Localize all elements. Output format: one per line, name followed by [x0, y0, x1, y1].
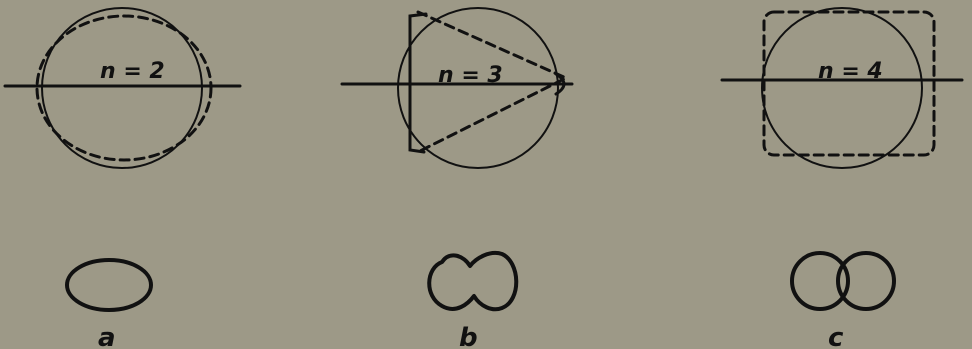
- shape-circle-left: [790, 251, 850, 311]
- mode-label: n = 3: [438, 63, 503, 88]
- deformed-tip: [554, 72, 566, 96]
- reference-circle: [41, 7, 203, 169]
- panel-caption: a: [98, 323, 116, 349]
- panel-b: n = 3 b: [340, 7, 574, 349]
- panel-caption: b: [459, 323, 478, 349]
- deformed-triangle: [416, 10, 570, 154]
- panel-caption: c: [828, 323, 844, 349]
- mode-label: n = 4: [818, 59, 883, 84]
- panel-a: n = 2 a: [3, 7, 242, 349]
- mode-label: n = 2: [100, 59, 165, 84]
- reference-circle: [397, 7, 559, 169]
- deformed-outline: [35, 14, 213, 162]
- shape-circle-right: [836, 251, 896, 311]
- deformed-left-edge: [408, 12, 428, 154]
- panel-c: n = 4 c: [720, 7, 964, 349]
- shape-oval: [65, 258, 153, 312]
- shape-peanut: [427, 251, 519, 312]
- reference-circle: [761, 7, 923, 169]
- deformed-square: [762, 10, 936, 157]
